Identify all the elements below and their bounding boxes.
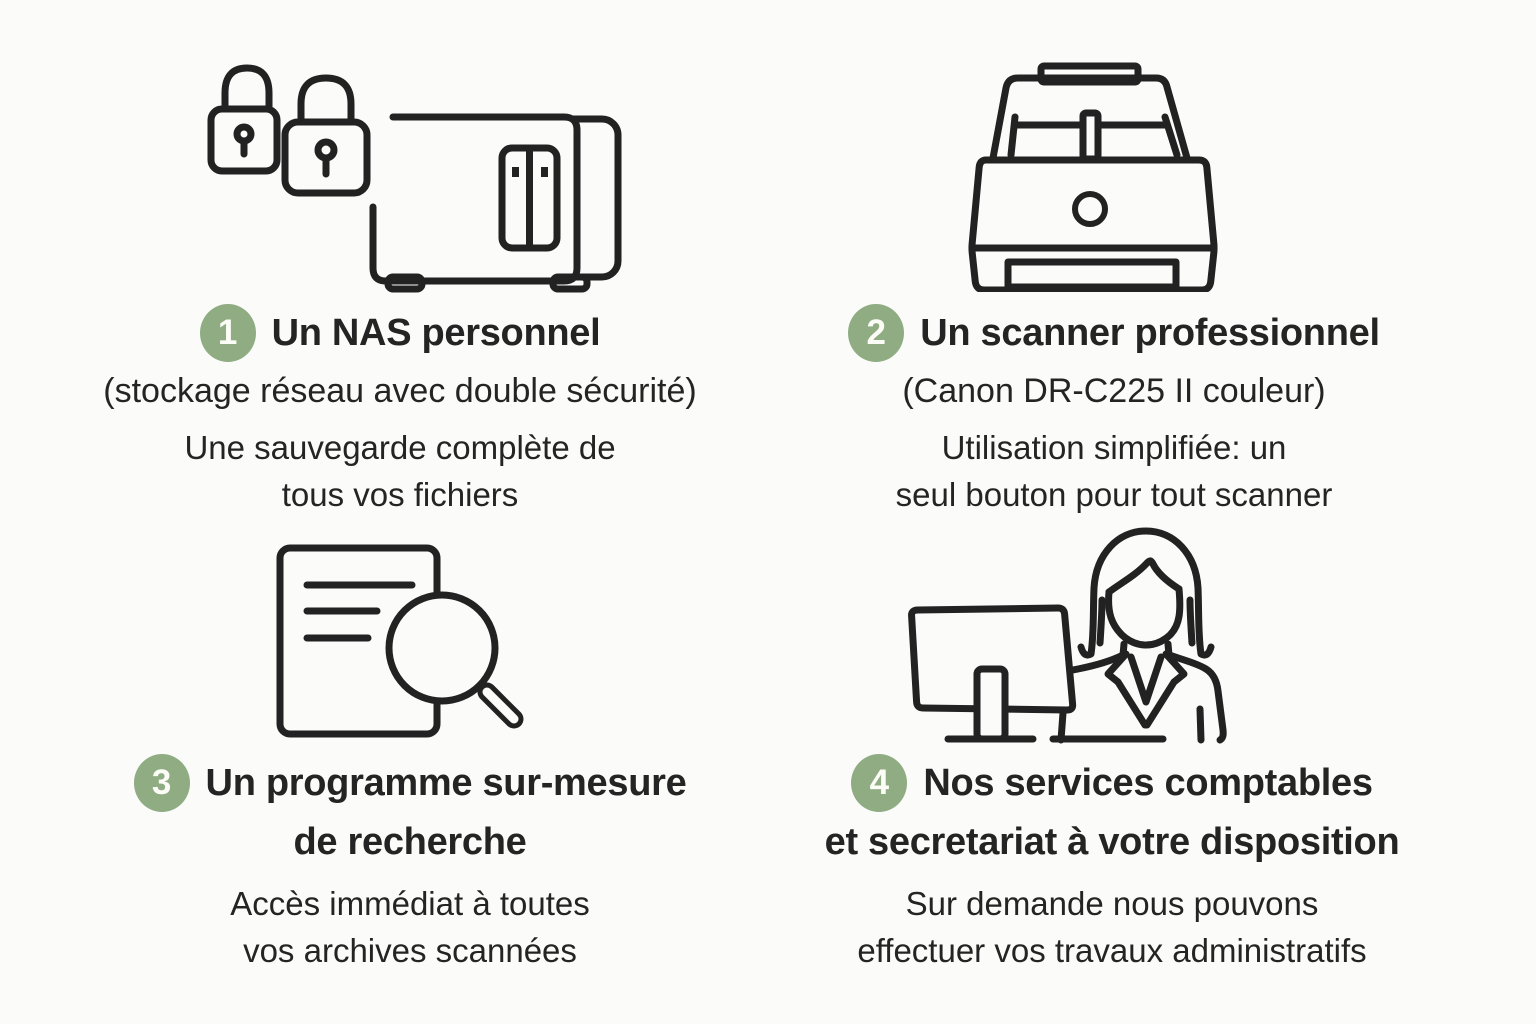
feature-2-title: Un scanner professionnel	[920, 311, 1380, 354]
feature-1-title-line: 1 Un NAS personnel	[30, 302, 770, 364]
feature-3-title-line: 3 Un programme sur-mesure	[40, 752, 780, 814]
feature-1-desc-line-1: Une sauvegarde complète de	[184, 429, 616, 466]
step-1-badge: 1	[199, 304, 256, 362]
feature-3-desc-line-2: vos archives scannées	[243, 932, 577, 969]
feature-4-desc-line-2: effectuer vos travaux administratifs	[857, 932, 1367, 969]
feature-1-desc-line-2: tous vos fichiers	[281, 476, 519, 513]
secretary-at-computer-icon	[890, 512, 1250, 762]
feature-card-nas: 1 Un NAS personnel (stockage réseau avec…	[30, 302, 770, 518]
magnifier-lens	[385, 591, 499, 705]
feature-card-services: 4 Nos services comptables et secretariat…	[725, 752, 1499, 974]
feature-4-title-line: 4 Nos services comptables	[725, 752, 1499, 814]
monitor-stand	[973, 665, 1009, 743]
feature-2-title-line: 2 Un scanner professionnel	[742, 302, 1486, 364]
feature-2-subtitle: (Canon DR-C225 II couleur)	[902, 372, 1326, 410]
feature-card-search-program: 3 Un programme sur-mesure de recherche A…	[40, 752, 780, 974]
feature-2-desc-line-1: Utilisation simplifiée: un	[941, 429, 1287, 466]
feature-4-title: Nos services comptables	[923, 761, 1373, 804]
document-scanner-icon	[968, 60, 1218, 292]
feature-1-title: Un NAS personnel	[271, 311, 601, 354]
step-3-badge: 3	[133, 754, 190, 812]
feature-4-title-line-2: et secretariat à votre disposition	[824, 821, 1400, 863]
feature-1-description: Une sauvegarde complète de tous vos fich…	[30, 424, 770, 518]
monitor	[908, 604, 1077, 714]
feature-card-scanner: 2 Un scanner professionnel (Canon DR-C22…	[742, 302, 1486, 518]
feature-2-description: Utilisation simplifiée: un seul bouton p…	[742, 424, 1486, 518]
feature-3-title: Un programme sur-mesure	[205, 761, 687, 804]
feature-3-title-line-2: de recherche	[293, 821, 527, 863]
step-2-badge: 2	[848, 304, 905, 362]
nas-double-padlock-icon	[185, 55, 625, 305]
feature-2-desc-line-2: seul bouton pour tout scanner	[895, 476, 1333, 513]
feature-4-desc-line-1: Sur demande nous pouvons	[905, 885, 1319, 922]
document-search-icon	[262, 522, 552, 757]
feature-4-description: Sur demande nous pouvons effectuer vos t…	[725, 880, 1499, 974]
feature-3-description: Accès immédiat à toutes vos archives sca…	[40, 880, 780, 974]
feature-3-desc-line-1: Accès immédiat à toutes	[230, 885, 590, 922]
feature-1-subtitle: (stockage réseau avec double sécurité)	[103, 372, 697, 410]
step-4-badge: 4	[851, 754, 908, 812]
